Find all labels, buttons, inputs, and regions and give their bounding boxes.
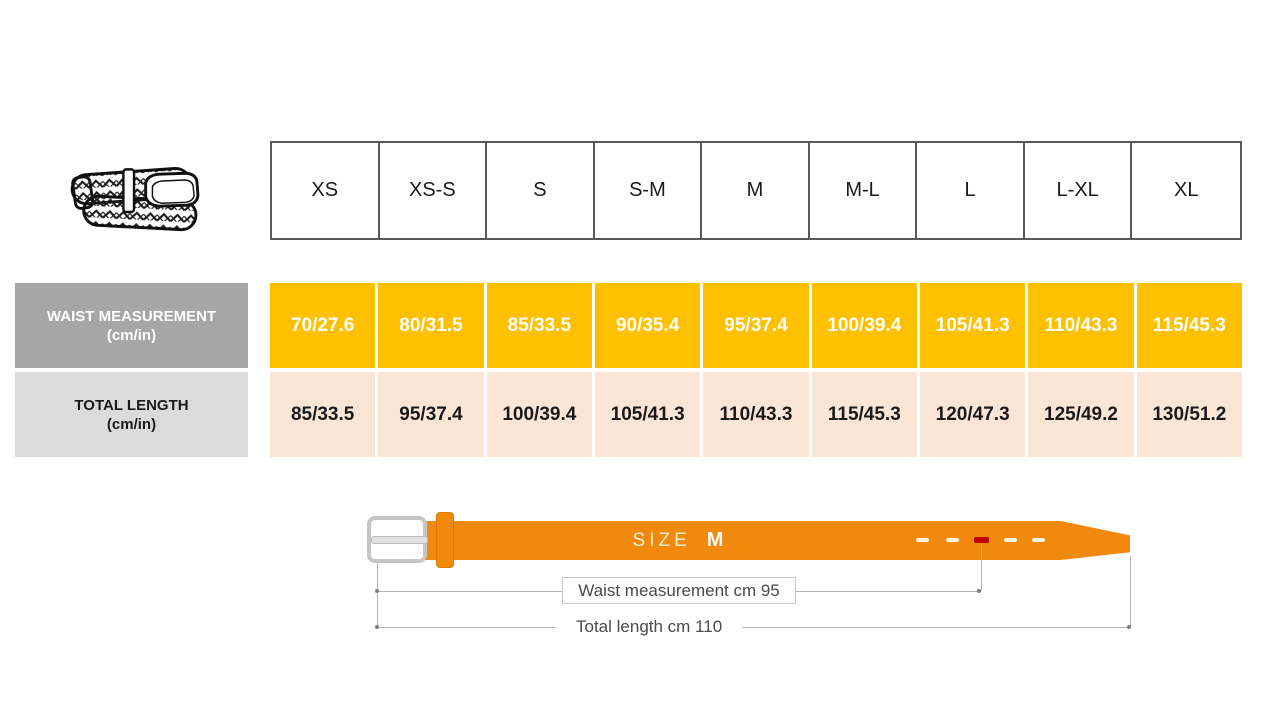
size-word: SIZE <box>632 529 691 551</box>
size-header-cell: S-M <box>595 143 703 238</box>
total-length-value-cell: 95/37.4 <box>378 372 484 457</box>
line-end-dot <box>1127 625 1131 629</box>
size-header-cell: M <box>702 143 810 238</box>
size-header-cell: M-L <box>810 143 918 238</box>
braided-belt-icon <box>70 167 200 232</box>
waist-value-cell: 115/45.3 <box>1136 283 1242 368</box>
size-header-cell: L <box>917 143 1025 238</box>
line-end-dot <box>977 589 981 593</box>
total-length-value-cell: 115/45.3 <box>811 372 917 457</box>
belt-keeper <box>436 512 454 568</box>
guide-line-buckle <box>377 562 378 627</box>
belt-hole-selected <box>974 537 989 543</box>
waist-row-label-line1: WAIST MEASUREMENT <box>46 307 217 325</box>
waist-value-cell: 100/39.4 <box>811 283 917 368</box>
size-header-cell: XS-S <box>380 143 488 238</box>
waist-value-cell: 85/33.5 <box>486 283 592 368</box>
line-end-dot <box>375 589 379 593</box>
waist-value-cell: 80/31.5 <box>378 283 484 368</box>
total-length-row-label: TOTAL LENGTH (cm/in) <box>15 372 248 457</box>
total-length-value-cell: 120/47.3 <box>920 372 1026 457</box>
waist-value-cell: 90/35.4 <box>595 283 701 368</box>
size-value: M <box>706 529 724 551</box>
total-length-value-cell: 125/49.2 <box>1028 372 1134 457</box>
waist-measurement-note: Waist measurement cm 95 <box>562 577 796 604</box>
belt-hole <box>946 538 959 542</box>
total-length-value-cell: 110/43.3 <box>703 372 809 457</box>
belt-buckle-prong <box>371 536 428 544</box>
size-header-row: XS XS-S S S-M M M-L L L-XL XL <box>270 141 1242 240</box>
size-header-cell: S <box>487 143 595 238</box>
belt-size-label: SIZE M <box>424 521 932 560</box>
total-length-label-line1: TOTAL LENGTH <box>74 396 189 414</box>
waist-value-cell: 110/43.3 <box>1028 283 1134 368</box>
belt-hole <box>1004 538 1017 542</box>
belt-hole <box>916 538 929 542</box>
total-length-value-cell: 105/41.3 <box>595 372 701 457</box>
size-header-cell: XL <box>1173 179 1199 201</box>
waist-value-cell: 105/41.3 <box>920 283 1026 368</box>
total-length-values-row: 85/33.5 95/37.4 100/39.4 105/41.3 110/43… <box>270 372 1242 457</box>
total-length-value-cell: 85/33.5 <box>270 372 376 457</box>
total-length-value-cell: 130/51.2 <box>1136 372 1242 457</box>
waist-values-row: 70/27.6 80/31.5 85/33.5 90/35.4 95/37.4 … <box>270 283 1242 368</box>
size-header-cell: XS <box>272 143 380 238</box>
total-dimension-line <box>377 627 1130 628</box>
belt-hole <box>1032 538 1045 542</box>
waist-value-cell: 70/27.6 <box>270 283 376 368</box>
total-length-value-cell: 100/39.4 <box>486 372 592 457</box>
waist-row-label-line2: (cm/in) <box>106 326 157 344</box>
waist-value-cell: 95/37.4 <box>703 283 809 368</box>
total-length-label-line2: (cm/in) <box>106 415 157 433</box>
total-length-note: Total length cm 110 <box>556 615 743 639</box>
waist-row-label: WAIST MEASUREMENT (cm/in) <box>15 283 248 368</box>
line-end-dot <box>375 625 379 629</box>
size-header-cell: L-XL <box>1025 143 1133 238</box>
guide-line-hole <box>981 544 982 591</box>
guide-line-tip <box>1130 556 1131 627</box>
